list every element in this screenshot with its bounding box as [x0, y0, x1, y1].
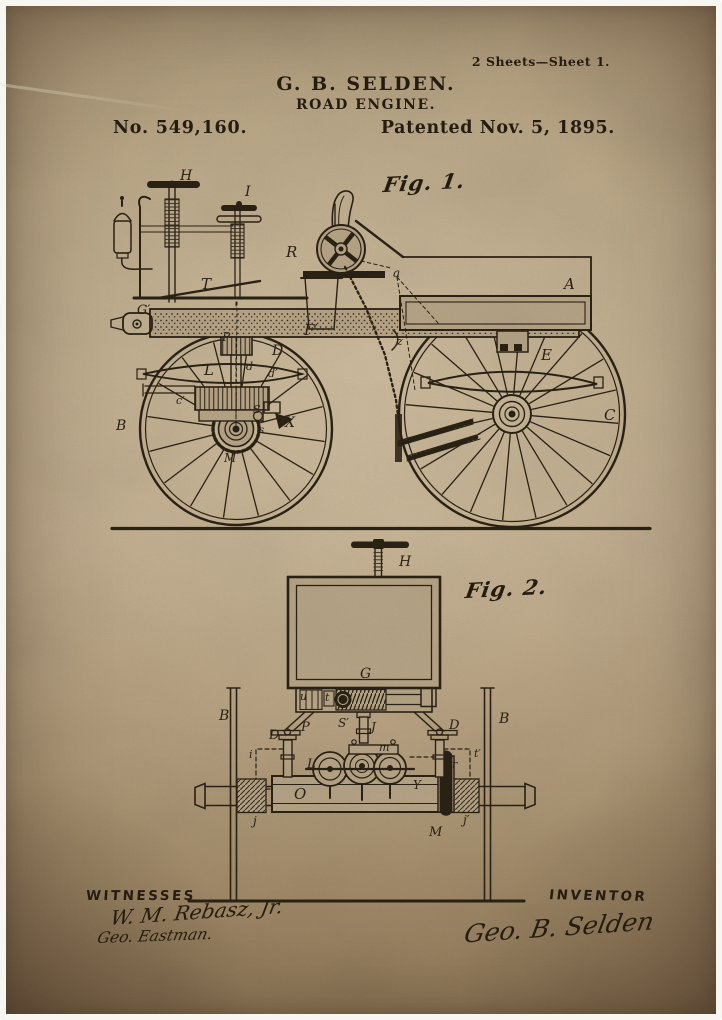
figure-label: M [223, 451, 237, 465]
figure-label: M [428, 825, 443, 840]
steering-column [147, 181, 200, 302]
figure-label: F′ [303, 321, 318, 339]
figure-label: H [179, 168, 193, 184]
figure-label: j [250, 814, 257, 828]
figure-label: a [393, 266, 400, 280]
wheel-spoke [149, 435, 212, 451]
figure-label: L [306, 757, 316, 772]
figure-label: E [540, 346, 552, 364]
figure-label: D [271, 343, 283, 359]
wheel-spoke [517, 434, 537, 518]
figure-label: S′ [338, 716, 349, 730]
figure-label: m [379, 741, 389, 754]
wheel-spoke [257, 441, 313, 474]
figure-label: B [498, 711, 509, 727]
figure-label: j′ [460, 813, 470, 827]
figure-label: G [360, 666, 371, 682]
figure-label: D [268, 728, 280, 743]
figure-label: D [448, 718, 460, 733]
figure-label: t′ [474, 747, 481, 760]
wheel-spoke [260, 432, 325, 441]
figure-label: s [259, 425, 264, 436]
figure-label: X [284, 415, 296, 431]
wheel-spoke [470, 432, 504, 512]
wheel-spoke [503, 434, 511, 520]
figure-label: z [396, 335, 403, 348]
figure-label: L [203, 361, 214, 379]
figure-label: Y [413, 778, 422, 792]
wheel-spoke [191, 450, 224, 506]
figure-label: C [604, 406, 616, 424]
figure-label: u [300, 690, 307, 703]
wheel-spoke [165, 443, 217, 483]
figure-label: I [244, 184, 251, 200]
figure-label: r [452, 758, 458, 771]
figure-label: T [201, 275, 212, 293]
figure-label: A [562, 275, 575, 293]
aged-paper-background: 2 Sheets—Sheet 1. G. B. SELDEN. ROAD ENG… [6, 6, 716, 1014]
figure-label: S [253, 403, 261, 416]
figure-label: d [246, 360, 253, 373]
inventor-heading: INVENTOR [548, 887, 648, 905]
right-post [481, 688, 494, 901]
figure-label: G′ [137, 303, 150, 318]
figure-label: B [115, 418, 126, 434]
figure-label: d′ [268, 367, 278, 380]
figure-label: R [285, 243, 297, 261]
figure-label: B [218, 708, 229, 724]
drive-chain [345, 261, 438, 437]
wheel-spoke [406, 405, 492, 413]
figure-label: P [300, 720, 310, 735]
fig1-road-engine-side-view [111, 181, 650, 529]
figure-label: c′ [176, 394, 185, 407]
fig2-engine-plan-view [189, 539, 535, 901]
lamp [114, 196, 152, 269]
figure-label: H [398, 554, 412, 570]
wheel-spoke [250, 448, 290, 500]
figure-label: J [368, 720, 377, 734]
driver-bench [134, 197, 307, 298]
wheel-spoke [242, 452, 258, 515]
figure-label: P [221, 330, 231, 344]
figure-label: O [294, 785, 306, 803]
wheel-spoke [530, 422, 610, 456]
figure-label: t [325, 691, 330, 704]
figure-label: i [249, 748, 253, 761]
